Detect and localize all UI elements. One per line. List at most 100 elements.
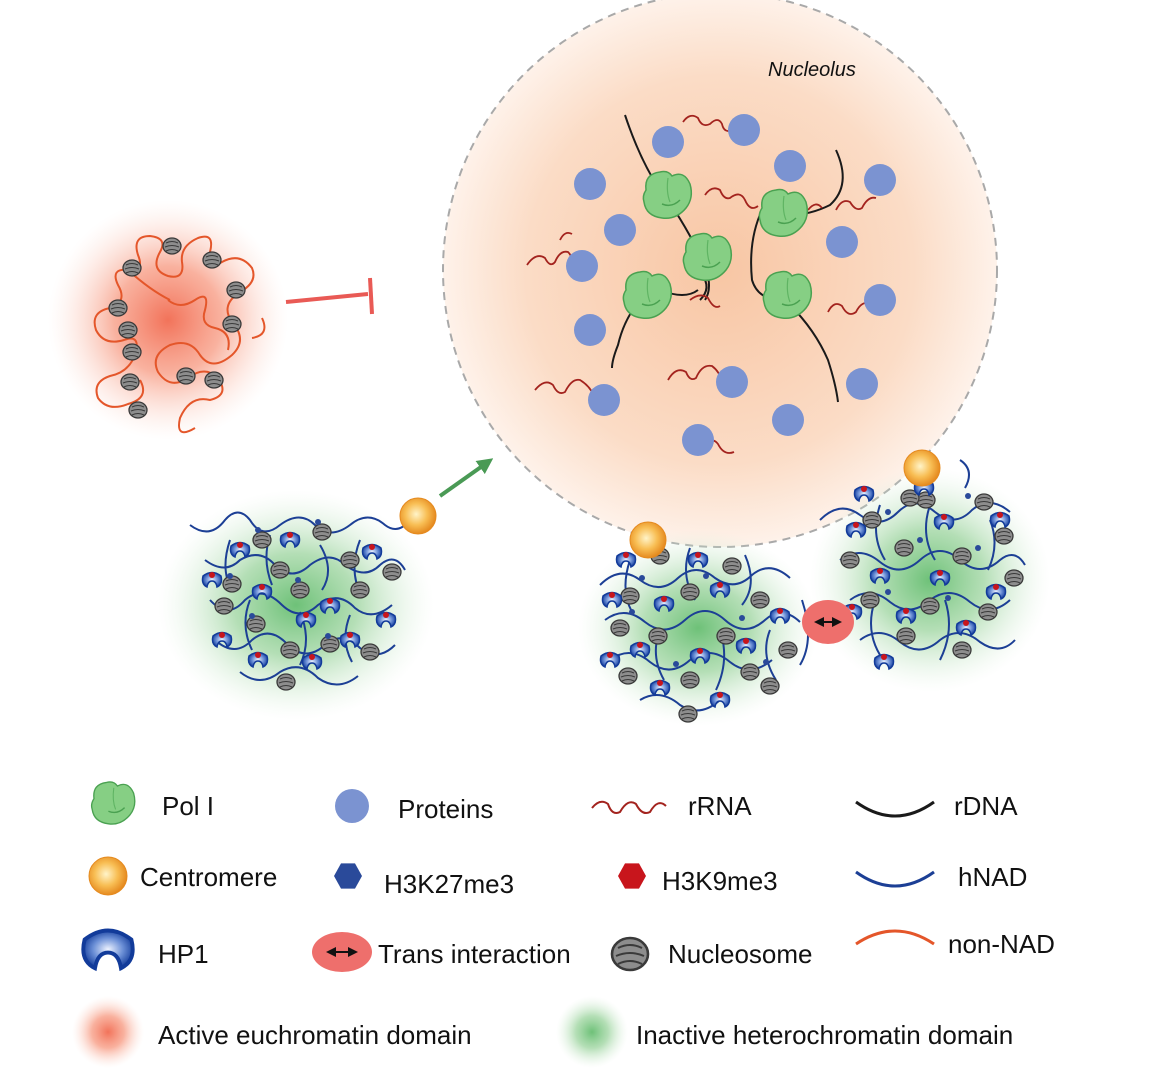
legend-trans: Trans interaction: [378, 939, 571, 969]
nucleosome: [974, 493, 994, 511]
nucleolus-title: Nucleolus: [768, 59, 856, 81]
legend-rdna: rDNA: [954, 791, 1018, 821]
euchromatin-glow-icon: [72, 996, 144, 1068]
protein: [604, 214, 636, 246]
inhibition-arrow: [285, 277, 374, 315]
nucleosome: [290, 581, 310, 599]
centromere: [399, 497, 437, 535]
nucleosome: [952, 547, 972, 565]
nucleosome-icon: [610, 936, 650, 972]
nucleolar-association-arrow: [438, 458, 494, 498]
nucleosome: [128, 401, 148, 419]
nucleosome: [896, 627, 916, 645]
legend-proteins: Proteins: [398, 794, 493, 824]
protein: [652, 126, 684, 158]
nucleosome: [952, 641, 972, 659]
nucleosome: [862, 511, 882, 529]
legend-rrna: rRNA: [688, 791, 752, 821]
protein: [682, 424, 714, 456]
heterochromatin-glow-icon: [556, 996, 628, 1068]
legend-inactive: Inactive heterochromatin domain: [636, 1020, 1013, 1050]
nucleosome: [778, 641, 798, 659]
heterochromatin-domain-right: [810, 449, 1050, 692]
nucleosome: [162, 237, 182, 255]
nucleosome: [222, 315, 242, 333]
nucleosome: [360, 643, 380, 661]
legend-hp1: HP1: [158, 939, 209, 969]
legend-nonnad: non-NAD: [948, 929, 1055, 959]
nucleosome: [340, 551, 360, 569]
legend: Pol I Proteins rRNA rDNA Centromere H3K2…: [72, 781, 1055, 1068]
nucleosome: [680, 583, 700, 601]
nucleosome: [894, 539, 914, 557]
nucleosome: [860, 591, 880, 609]
protein: [716, 366, 748, 398]
protein-icon: [335, 789, 369, 823]
nucleosome: [610, 619, 630, 637]
middle-hetero-marks: [607, 552, 783, 698]
h3k27me3-hexagon-icon: [334, 863, 362, 889]
nucleosome: [320, 635, 340, 653]
pol1-icon: [90, 781, 136, 825]
nucleosome: [222, 575, 242, 593]
nucleosome: [760, 677, 780, 695]
proteins: [566, 114, 896, 456]
nucleosome: [648, 627, 668, 645]
protein: [772, 404, 804, 436]
legend-centromere: Centromere: [140, 862, 277, 892]
nucleosome: [214, 597, 234, 615]
nucleosome: [122, 259, 142, 277]
protein: [846, 368, 878, 400]
legend-pol1: Pol I: [162, 791, 214, 821]
nucleosome: [176, 367, 196, 385]
nucleosome: [840, 551, 860, 569]
centromere: [629, 521, 667, 559]
nucleosome: [270, 561, 290, 579]
rdna-icon: [855, 800, 935, 818]
nucleosome: [1004, 569, 1024, 587]
nucleosome: [618, 667, 638, 685]
h3k9me3-hexagon-icon: [618, 863, 646, 889]
nucleosome: [202, 251, 222, 269]
nucleosome: [620, 587, 640, 605]
centromere: [903, 449, 941, 487]
nucleosome: [678, 705, 698, 723]
nucleosome: [312, 523, 332, 541]
protein: [574, 314, 606, 346]
protein: [566, 250, 598, 282]
euchromatin-domain: [48, 200, 288, 440]
non-nad-icon: [855, 929, 935, 946]
hnad-icon: [855, 870, 935, 888]
hnad-strand: [599, 547, 810, 712]
hp1-icon: [81, 928, 135, 971]
rrna-icon: [591, 800, 667, 814]
nucleosome: [382, 563, 402, 581]
nucleosome: [750, 591, 770, 609]
legend-nucleosome: Nucleosome: [668, 939, 813, 969]
nucleosome: [122, 343, 142, 361]
centromere-icon: [88, 856, 128, 896]
nucleosome: [120, 373, 140, 391]
trans-interaction: [802, 600, 854, 644]
protein: [826, 226, 858, 258]
nucleosome: [252, 531, 272, 549]
protein: [574, 168, 606, 200]
legend-h3k9me3: H3K9me3: [662, 866, 778, 896]
nucleosome: [280, 641, 300, 659]
nucleosome: [108, 299, 128, 317]
legend-active: Active euchromatin domain: [158, 1020, 472, 1050]
heterochromatin-glow: [158, 490, 434, 720]
nucleosome: [716, 627, 736, 645]
nucleosome: [118, 321, 138, 339]
nucleolus: Nucleolus: [442, 0, 998, 548]
protein: [864, 284, 896, 316]
legend-h3k27me3: H3K27me3: [384, 869, 514, 899]
nucleosome: [920, 597, 940, 615]
nucleosome: [276, 673, 296, 691]
nucleosome: [680, 671, 700, 689]
non-nad-strand: [93, 234, 266, 434]
nucleosome: [722, 557, 742, 575]
heterochromatin-domain-left: [158, 490, 437, 720]
nucleosome: [740, 663, 760, 681]
